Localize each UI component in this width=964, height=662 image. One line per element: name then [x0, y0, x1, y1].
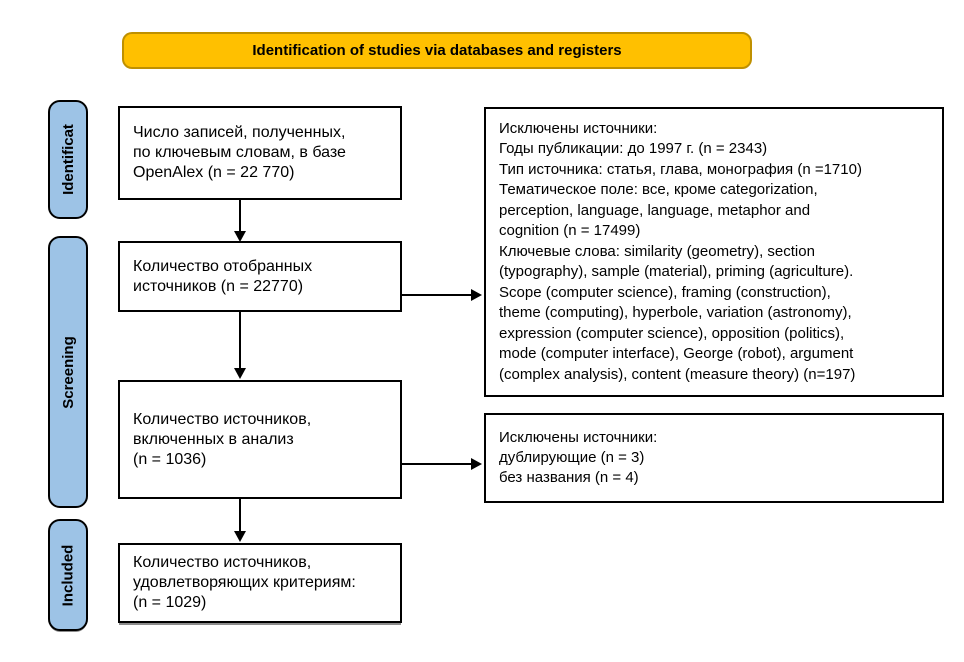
stage-label-screening: Screening	[48, 236, 88, 508]
stage-label-screening-text: Screening	[59, 335, 77, 409]
arrow-analyzed-to-included	[234, 499, 246, 542]
banner-identification-header: Identification of studies via databases …	[122, 32, 752, 69]
excluded-criteria-text: Исключены источники: Годы публикации: до…	[499, 119, 862, 383]
records-identified-text: Число записей, полученных, по ключевым с…	[133, 124, 346, 181]
sources-included-box: Количество источников, удовлетворяющих к…	[118, 543, 402, 623]
stage-label-identification: Identificat	[48, 100, 88, 219]
sources-screened-box: Количество отобранных источников (n = 22…	[118, 241, 402, 312]
arrow-analyzed-to-exclusions	[402, 458, 482, 470]
sources-included-text: Количество источников, удовлетворяющих к…	[133, 554, 356, 611]
sources-analyzed-box: Количество источников, включенных в анал…	[118, 380, 402, 499]
records-identified-box: Число записей, полученных, по ключевым с…	[118, 106, 402, 200]
arrow-screened-to-analyzed	[234, 312, 246, 379]
stage-label-identification-text: Identificat	[59, 124, 77, 195]
excluded-criteria-box: Исключены источники: Годы публикации: до…	[484, 107, 944, 397]
stage-label-included: Included	[48, 519, 88, 631]
sources-analyzed-text: Количество источников, включенных в анал…	[133, 410, 312, 468]
excluded-duplicates-box: Исключены источники: дублирующие (n = 3)…	[484, 413, 944, 503]
stage-label-included-text: Included	[59, 544, 77, 606]
arrow-screened-to-exclusions	[402, 289, 482, 301]
banner-label: Identification of studies via databases …	[252, 42, 622, 59]
excluded-duplicates-text: Исключены источники: дублирующие (n = 3)…	[499, 429, 658, 486]
arrow-records-to-screened	[234, 200, 246, 242]
sources-screened-text: Количество отобранных источников (n = 22…	[133, 257, 313, 295]
